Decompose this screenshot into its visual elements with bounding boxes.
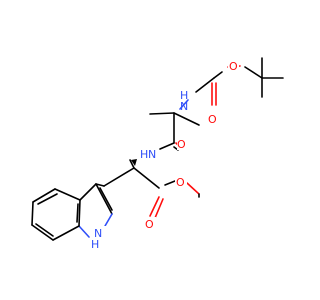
atom-o-boc-carbonyl: O (207, 112, 218, 126)
atom-o-boc-ether: O (228, 59, 239, 73)
svg-text:H: H (91, 238, 99, 251)
indole-ring (31, 183, 113, 241)
tert-butyl-group (244, 57, 284, 98)
atom-nh-boc: H N (180, 89, 188, 113)
svg-text:O: O (208, 113, 217, 126)
svg-text:O: O (177, 138, 186, 151)
svg-text:O: O (145, 218, 154, 231)
atom-nh-indole: N H (90, 226, 110, 252)
svg-text:H: H (140, 148, 148, 161)
svg-text:N: N (148, 148, 156, 161)
atom-labels: O O H N O H N O O N H (90, 59, 239, 252)
svg-text:H: H (180, 89, 188, 102)
atom-o-amide: O (177, 137, 189, 151)
molecule-canvas: O O H N O H N O O N H (31, 57, 284, 252)
svg-text:O: O (229, 60, 238, 73)
svg-text:N: N (94, 227, 102, 240)
structure-diagram: O O H N O H N O O N H (31, 57, 284, 252)
atom-o-ester-carbonyl: O (144, 217, 156, 231)
stereo-wedge (131, 159, 137, 166)
svg-text:O: O (176, 176, 185, 189)
svg-text:N: N (180, 100, 188, 113)
atom-o-ester-single: O (175, 175, 187, 189)
atom-nh-amide: H N (139, 147, 159, 161)
